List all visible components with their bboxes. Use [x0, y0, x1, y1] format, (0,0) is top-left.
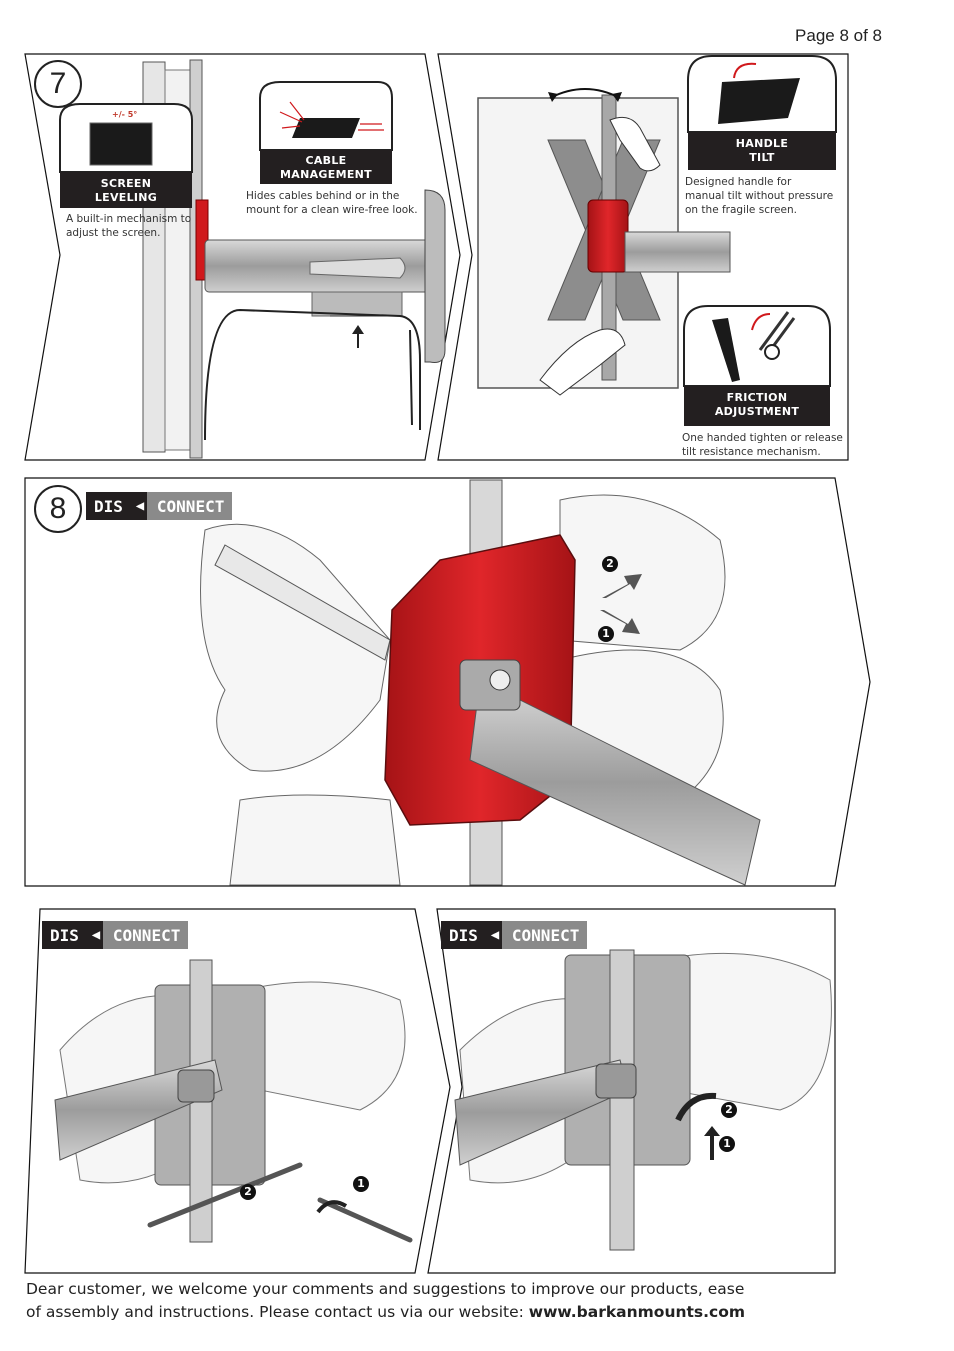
disconnect-badge-bottom-left: DIS ◀ CONNECT	[42, 921, 189, 949]
page-number: Page 8 of 8	[795, 26, 882, 45]
screen-leveling-angle: +/- 5°	[112, 110, 138, 119]
bottom-left-panel	[24, 908, 451, 1274]
website-link[interactable]: www.barkanmounts.com	[528, 1303, 746, 1321]
screen-leveling-description: A built-in mechanism to adjust the scree…	[66, 212, 191, 240]
friction-adjustment-title-line1: FRICTION	[726, 391, 788, 404]
handle-tilt-title-line2: TILT	[749, 151, 775, 164]
friction-adjustment-desc-line1: One handed tighten or release	[682, 432, 843, 444]
step-marker-1: 1	[598, 626, 614, 642]
connect-label: CONNECT	[146, 492, 233, 520]
screen-leveling-title: SCREEN LEVELING	[60, 177, 192, 205]
cable-management-desc-line2: mount for a clean wire-free look.	[246, 204, 418, 216]
screen-leveling-title-line2: LEVELING	[94, 191, 158, 204]
friction-adjustment-title-line2: ADJUSTMENT	[714, 405, 800, 418]
plug-icon: ◀	[487, 921, 502, 949]
step-marker-2: 2	[602, 556, 618, 572]
footer-line1: Dear customer, we welcome your comments …	[26, 1280, 745, 1298]
step-marker-1: 1	[353, 1176, 369, 1192]
step-number-8: 8	[34, 485, 82, 533]
cable-management-title-line1: CABLE	[305, 154, 347, 167]
screen-leveling-desc-line1: A built-in mechanism to	[66, 213, 192, 225]
step-number-text: 7	[49, 67, 67, 100]
handle-tilt-desc-line1: Designed handle for	[685, 176, 792, 188]
connect-label: CONNECT	[501, 921, 588, 949]
customer-feedback-note: Dear customer, we welcome your comments …	[26, 1278, 886, 1324]
plug-icon: ◀	[132, 492, 147, 520]
screen-leveling-title-line1: SCREEN	[100, 177, 152, 190]
friction-adjustment-title: FRICTION ADJUSTMENT	[684, 391, 830, 419]
dis-label: DIS	[441, 921, 488, 949]
disconnect-badge-bottom-right: DIS ◀ CONNECT	[441, 921, 588, 949]
cable-management-title: CABLE MANAGEMENT	[260, 154, 392, 182]
step7-panel-right	[437, 53, 849, 461]
handle-tilt-title-line1: HANDLE	[735, 137, 789, 150]
friction-adjustment-desc-line2: tilt resistance mechanism.	[682, 446, 821, 458]
screen-leveling-desc-line2: adjust the screen.	[66, 227, 161, 239]
connect-label: CONNECT	[102, 921, 189, 949]
disconnect-badge: DIS ◀ CONNECT	[86, 492, 233, 520]
dis-label: DIS	[42, 921, 89, 949]
footer-line2: of assembly and instructions. Please con…	[26, 1301, 886, 1324]
bottom-right-panel	[427, 908, 836, 1274]
plug-icon: ◀	[88, 921, 103, 949]
step-marker-1: 1	[719, 1136, 735, 1152]
step-number-text: 8	[49, 492, 67, 525]
cable-management-title-line2: MANAGEMENT	[280, 168, 372, 181]
friction-adjustment-description: One handed tighten or release tilt resis…	[682, 431, 843, 459]
handle-tilt-title: HANDLE TILT	[688, 137, 836, 165]
cable-management-desc-line1: Hides cables behind or in the	[246, 190, 400, 202]
step-marker-2: 2	[240, 1184, 256, 1200]
handle-tilt-desc-line3: on the fragile screen.	[685, 204, 797, 216]
step-number-7: 7	[34, 60, 82, 108]
dis-label: DIS	[86, 492, 133, 520]
handle-tilt-description: Designed handle for manual tilt without …	[685, 175, 833, 217]
footer-line2-text: of assembly and instructions. Please con…	[26, 1303, 529, 1321]
step-marker-2: 2	[721, 1102, 737, 1118]
step8-panel	[24, 477, 871, 887]
step7-panel-left	[24, 53, 461, 461]
handle-tilt-desc-line2: manual tilt without pressure	[685, 190, 834, 202]
cable-management-description: Hides cables behind or in the mount for …	[246, 189, 418, 217]
